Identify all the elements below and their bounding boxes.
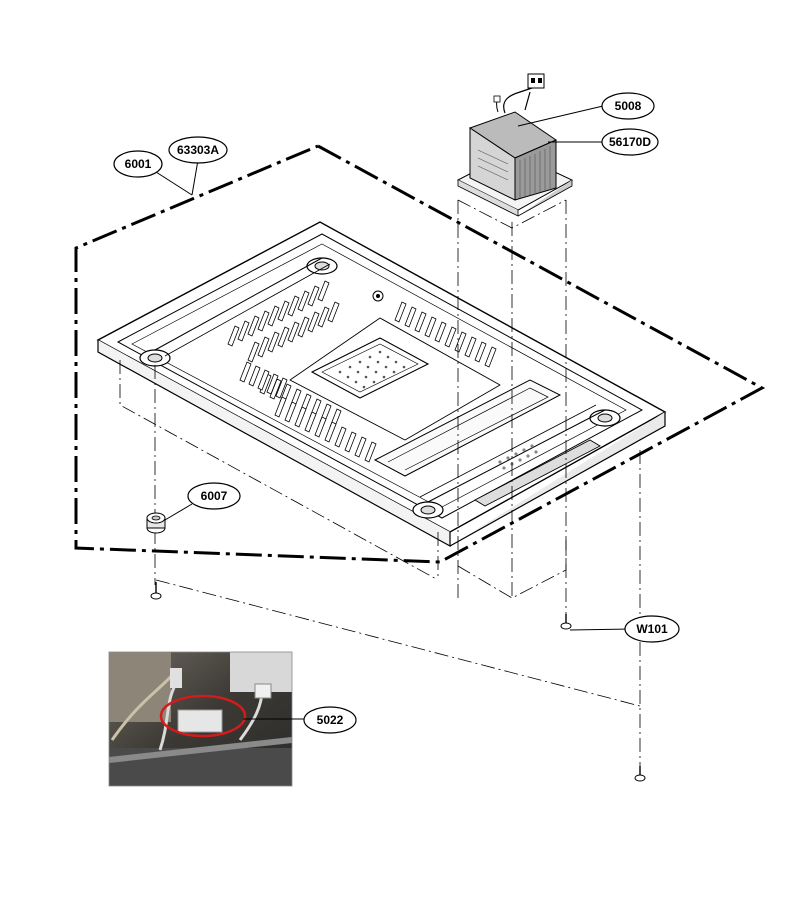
vent-slot	[257, 310, 270, 332]
vent-slot	[307, 311, 320, 333]
callout-text: 5022	[317, 713, 344, 727]
vent-slot	[404, 306, 417, 328]
screw-left	[150, 582, 162, 600]
vent-slot	[327, 301, 340, 323]
vent-slot	[424, 316, 437, 338]
vent-slot	[297, 316, 310, 338]
nut-6007	[146, 512, 166, 534]
vent-slot	[434, 321, 447, 343]
vent-slot	[304, 411, 317, 433]
callout-leaders	[155, 105, 633, 720]
vent-slot	[248, 365, 261, 387]
vent-slot	[354, 436, 367, 458]
vent-slot	[444, 326, 457, 348]
assembly-outline	[74, 144, 766, 564]
vent-slot	[247, 315, 260, 337]
callout-text: 6007	[201, 489, 228, 503]
projection-lines	[119, 199, 641, 780]
callout-56170d: 56170D	[601, 128, 659, 156]
callout-ellipse	[624, 615, 680, 643]
vent-slots	[227, 280, 497, 463]
callout-text: 5008	[615, 99, 642, 113]
vent-slot	[414, 311, 427, 333]
vent-slot	[237, 320, 250, 342]
vent-slot	[297, 290, 310, 312]
vent-slot	[266, 373, 279, 395]
callout-text: 63303A	[177, 143, 219, 157]
vent-slot	[344, 431, 357, 453]
vent-slot	[284, 401, 297, 423]
callout-ellipse	[601, 128, 659, 156]
callout-ellipse	[303, 706, 357, 734]
screw-bottom	[634, 766, 646, 782]
vent-slot	[307, 285, 320, 307]
callout-5022: 5022	[303, 706, 357, 734]
vent-slot	[277, 326, 290, 348]
callout-ellipse	[187, 482, 241, 510]
vent-slot	[257, 336, 270, 358]
callout-63303a: 63303A	[168, 136, 228, 164]
vent-slot	[247, 341, 260, 363]
vent-slot	[239, 361, 252, 383]
callout-text: 6001	[125, 157, 152, 171]
vent-slot	[267, 331, 280, 353]
callout-text: 56170D	[609, 135, 651, 149]
vent-slot	[294, 406, 307, 428]
vent-slot	[394, 301, 407, 323]
callout-ellipse	[113, 150, 163, 178]
vent-slot	[484, 346, 497, 368]
callout-text: W101	[636, 622, 668, 636]
vent-slot	[324, 421, 337, 443]
vent-slot	[267, 305, 280, 327]
transformer	[456, 73, 574, 217]
vent-slot	[464, 336, 477, 358]
callout-5008: 5008	[601, 92, 655, 120]
vent-slot	[317, 306, 330, 328]
vent-slot	[287, 295, 300, 317]
vent-slot	[227, 325, 240, 347]
callout-6007: 6007	[187, 482, 241, 510]
callout-ellipse	[168, 136, 228, 164]
vent-slot	[287, 321, 300, 343]
vent-slot	[314, 416, 327, 438]
vent-slot	[274, 396, 287, 418]
vent-slot	[275, 377, 288, 399]
screw-w101	[560, 614, 572, 630]
vent-slot	[364, 441, 377, 463]
callout-w101: W101	[624, 615, 680, 643]
base-plate	[96, 221, 667, 548]
vent-slot	[277, 300, 290, 322]
vent-slot	[317, 280, 330, 302]
callout-6001: 6001	[113, 150, 163, 178]
wiring-photo-inset	[108, 651, 293, 787]
vent-slot	[474, 341, 487, 363]
callout-ellipse	[601, 92, 655, 120]
vent-slot	[257, 369, 270, 391]
vent-slot	[334, 426, 347, 448]
